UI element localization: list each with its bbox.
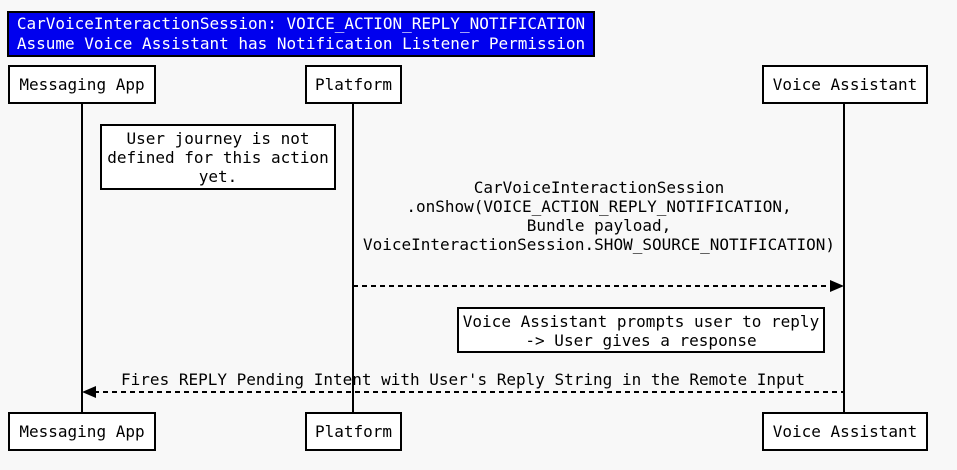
actor-label: Platform [314, 422, 393, 441]
actor-top-voice-assistant: Voice Assistant [762, 65, 928, 104]
note-line: yet. [198, 167, 238, 186]
message-line: .onShow(VOICE_ACTION_REPLY_NOTIFICATION, [406, 197, 792, 216]
actor-top-platform: Platform [305, 65, 402, 104]
diagram-title: CarVoiceInteractionSession: VOICE_ACTION… [7, 11, 595, 57]
note-voice-assistant-prompts: Voice Assistant prompts user to reply ->… [457, 307, 825, 353]
actor-bottom-platform: Platform [305, 412, 402, 451]
actor-bottom-messaging-app: Messaging App [8, 412, 156, 451]
message-line: CarVoiceInteractionSession [473, 178, 725, 197]
message-reply-intent-arrow-line [94, 391, 844, 393]
message-onshow-label: CarVoiceInteractionSession .onShow(VOICE… [355, 178, 843, 254]
diagram-title-line-1: CarVoiceInteractionSession: VOICE_ACTION… [16, 14, 586, 33]
actor-label: Messaging App [19, 422, 145, 441]
message-line: VoiceInteractionSession.SHOW_SOURCE_NOTI… [362, 235, 835, 254]
actor-label: Voice Assistant [772, 75, 918, 94]
message-onshow-arrow-line [353, 285, 832, 287]
arrowhead-right-icon [830, 280, 844, 292]
note-line: User journey is not [126, 129, 310, 148]
note-user-journey: User journey is not defined for this act… [100, 124, 336, 190]
lifeline-messaging-app [81, 104, 83, 412]
diagram-title-line-2: Assume Voice Assistant has Notification … [16, 34, 586, 53]
note-line: Voice Assistant prompts user to reply [462, 312, 820, 331]
lifeline-voice-assistant [843, 104, 845, 412]
message-line: Bundle payload, [526, 216, 672, 235]
actor-label: Voice Assistant [772, 422, 918, 441]
actor-top-messaging-app: Messaging App [8, 65, 156, 104]
note-line: -> User gives a response [525, 331, 757, 350]
actor-bottom-voice-assistant: Voice Assistant [762, 412, 928, 451]
actor-label: Messaging App [19, 75, 145, 94]
message-line: Fires REPLY Pending Intent with User's R… [121, 370, 805, 389]
lifeline-platform [352, 104, 354, 412]
arrowhead-left-icon [82, 386, 96, 398]
actor-label: Platform [314, 75, 393, 94]
message-reply-intent-label: Fires REPLY Pending Intent with User's R… [82, 370, 844, 389]
note-line: defined for this action [107, 148, 329, 167]
